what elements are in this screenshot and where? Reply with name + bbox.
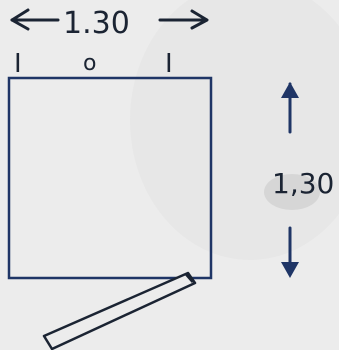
side-dimension-label: 1,30 bbox=[272, 167, 334, 200]
up-arrow-icon bbox=[281, 82, 299, 134]
marker-center: o bbox=[83, 51, 96, 76]
marker-left: I bbox=[14, 49, 22, 79]
right-arrow-icon bbox=[158, 9, 209, 30]
down-arrow-icon bbox=[281, 226, 299, 278]
pencil-smudge bbox=[264, 174, 320, 210]
marker-right: I bbox=[165, 49, 173, 79]
diagonal-handle bbox=[42, 271, 197, 350]
paper-shade bbox=[130, 0, 339, 260]
top-dimension-label: 1.30 bbox=[63, 6, 130, 41]
top-dimension: 1.30 bbox=[10, 6, 209, 41]
top-markers: I o I bbox=[14, 49, 173, 79]
square-outline bbox=[7, 76, 213, 280]
side-dimension: 1,30 bbox=[264, 82, 334, 278]
left-arrow-icon bbox=[10, 8, 60, 31]
